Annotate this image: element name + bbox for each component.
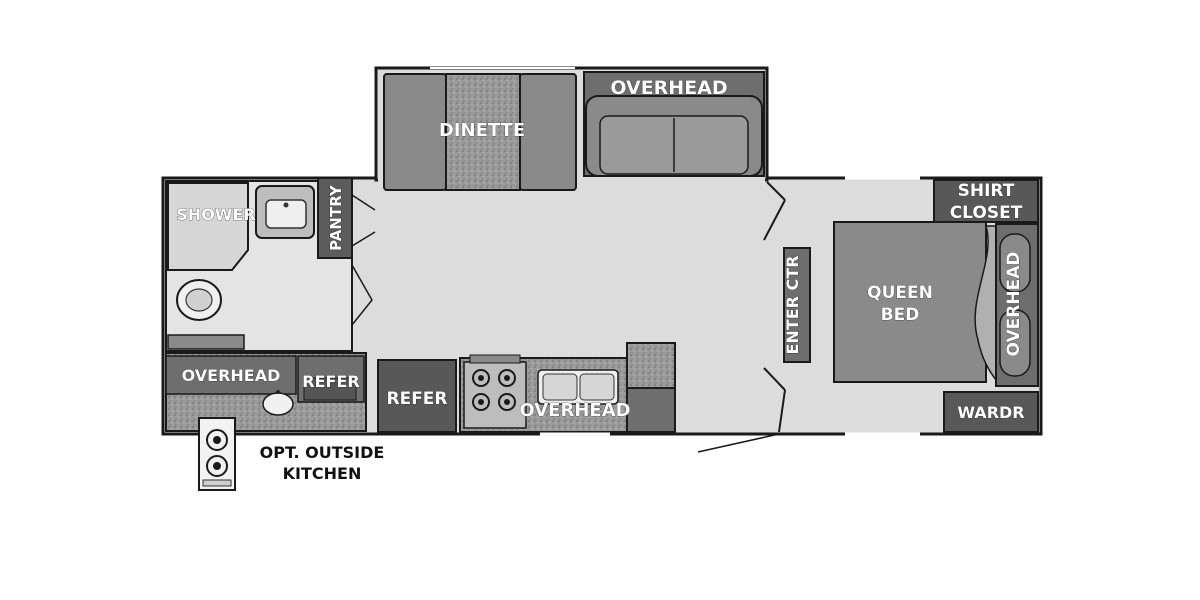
enter-ctr-label: ENTER CTR	[783, 255, 802, 354]
pantry	[317, 177, 376, 259]
wardr-label: WARDR	[957, 403, 1024, 422]
entry-door	[697, 181, 811, 453]
entertainment-center	[783, 247, 811, 363]
queen-bed-label-line1: QUEEN	[867, 283, 933, 303]
slideout	[383, 71, 765, 191]
overhead-rear-label: OVERHEAD	[182, 366, 281, 385]
shirt-closet-label-line2: CLOSET	[950, 203, 1023, 223]
overhead-bed-label: OVERHEAD	[1004, 252, 1024, 357]
outside-kitchen-label-line1: OPT. OUTSIDE	[260, 443, 385, 462]
stove	[463, 361, 527, 429]
refer-small-label: REFER	[302, 372, 359, 391]
rear-kitchenette	[165, 352, 367, 432]
outside-kitchen-label-line2: KITCHEN	[283, 464, 362, 483]
dinette-label: DINETTE	[439, 120, 525, 141]
refer-main-label: REFER	[386, 389, 447, 409]
queen-bed-label-line2: BED	[881, 305, 920, 325]
overhead-slide-label: OVERHEAD	[610, 77, 727, 99]
shower-label: SHOWER	[176, 205, 255, 224]
outside-kitchen-cooktop	[198, 417, 236, 491]
shirt-closet-label-line1: SHIRT	[958, 181, 1015, 201]
pantry-label: PANTRY	[327, 184, 345, 251]
bedroom	[833, 179, 1039, 433]
overhead-kitchen-label: OVERHEAD	[519, 400, 630, 421]
main-kitchen	[377, 342, 676, 433]
windows	[430, 67, 920, 436]
outdoor-sink	[262, 392, 294, 416]
refrigerator	[377, 359, 457, 433]
shower-stall	[167, 182, 249, 271]
queen-bed	[833, 221, 987, 383]
